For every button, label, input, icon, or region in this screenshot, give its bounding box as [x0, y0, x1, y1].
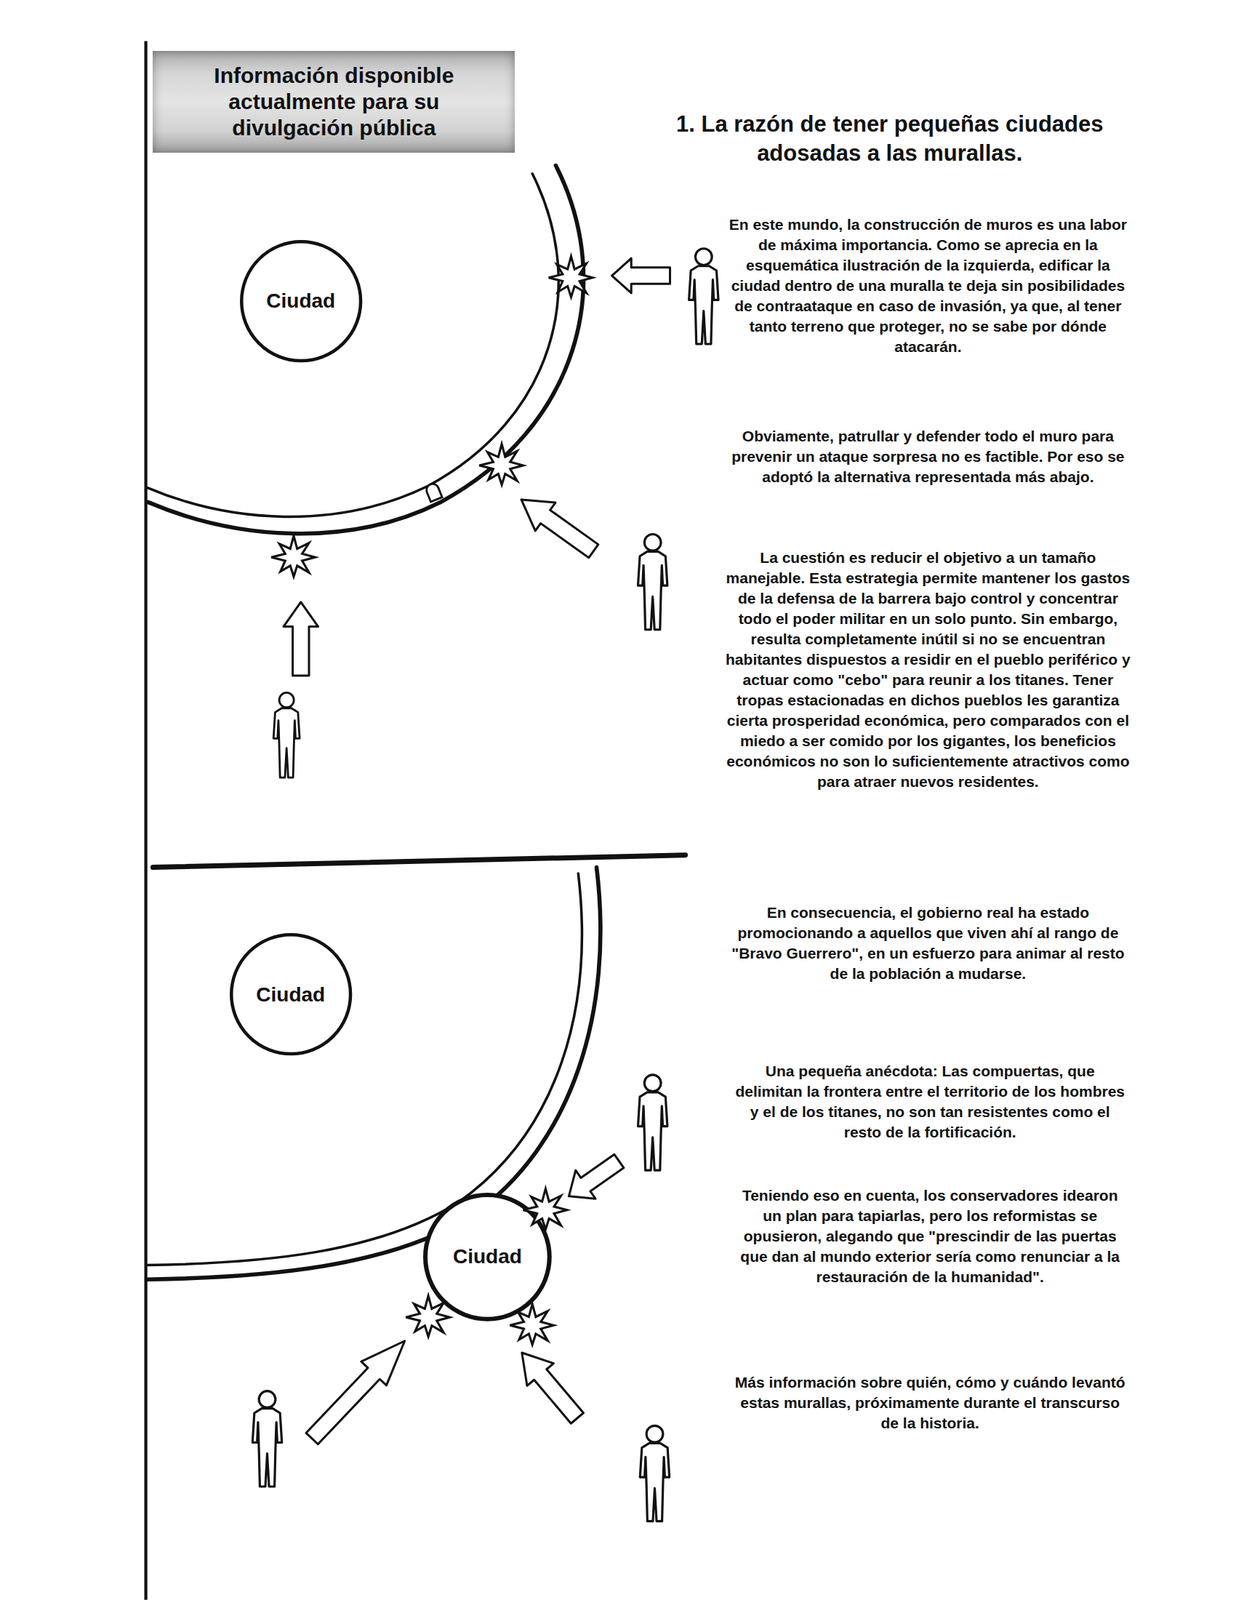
page-rule: [143, 40, 147, 1599]
body-paragraph: La cuestión es reducir el objetivo a un …: [724, 547, 1133, 792]
city-label: Ciudad: [266, 289, 336, 313]
city-circle: Ciudad: [229, 932, 352, 1055]
attack-arrow: [299, 1146, 629, 1450]
circle-outline: [241, 241, 361, 361]
body-paragraph: Teniendo eso en cuenta, los conservadore…: [731, 1185, 1130, 1287]
panel-divider: [152, 855, 685, 868]
body-paragraph: Una pequeña anécdota: Las compuertas, qu…: [731, 1060, 1130, 1143]
gate: [424, 482, 443, 502]
text-holder: Ciudad: [255, 982, 325, 1007]
city-circle: Ciudad: [423, 1192, 552, 1322]
breach-mark: [405, 1295, 450, 1337]
circle-outline: [425, 1194, 550, 1319]
text-holder: Ciudad: [452, 1244, 523, 1268]
city-label: Ciudad: [255, 982, 325, 1007]
body-paragraph: En este mundo, la construcción de muros …: [724, 214, 1133, 357]
city-label: Ciudad: [452, 1244, 523, 1268]
breach-mark: [509, 1303, 554, 1345]
body-paragraph: Obviamente, patrullar y defender todo el…: [724, 426, 1133, 488]
body-paragraph: Más información sobre quién, cómo y cuán…: [731, 1371, 1130, 1434]
text-holder: Ciudad: [266, 289, 336, 313]
circle-outline: [231, 934, 351, 1055]
banner-text: Información disponible actualmente para …: [168, 62, 499, 142]
breach-mark: [523, 1188, 568, 1229]
text-holder: Información disponible actualmente para …: [168, 62, 499, 142]
body-paragraph: En consecuencia, el gobierno real ha est…: [724, 902, 1133, 984]
section-heading: 1. La razón de tener pequeñas ciudades a…: [657, 109, 1122, 168]
info-banner: Información disponible actualmente para …: [152, 50, 515, 153]
city-circle: Ciudad: [239, 239, 363, 363]
wall-top: [147, 165, 584, 534]
titan-figure: [252, 1074, 669, 1522]
